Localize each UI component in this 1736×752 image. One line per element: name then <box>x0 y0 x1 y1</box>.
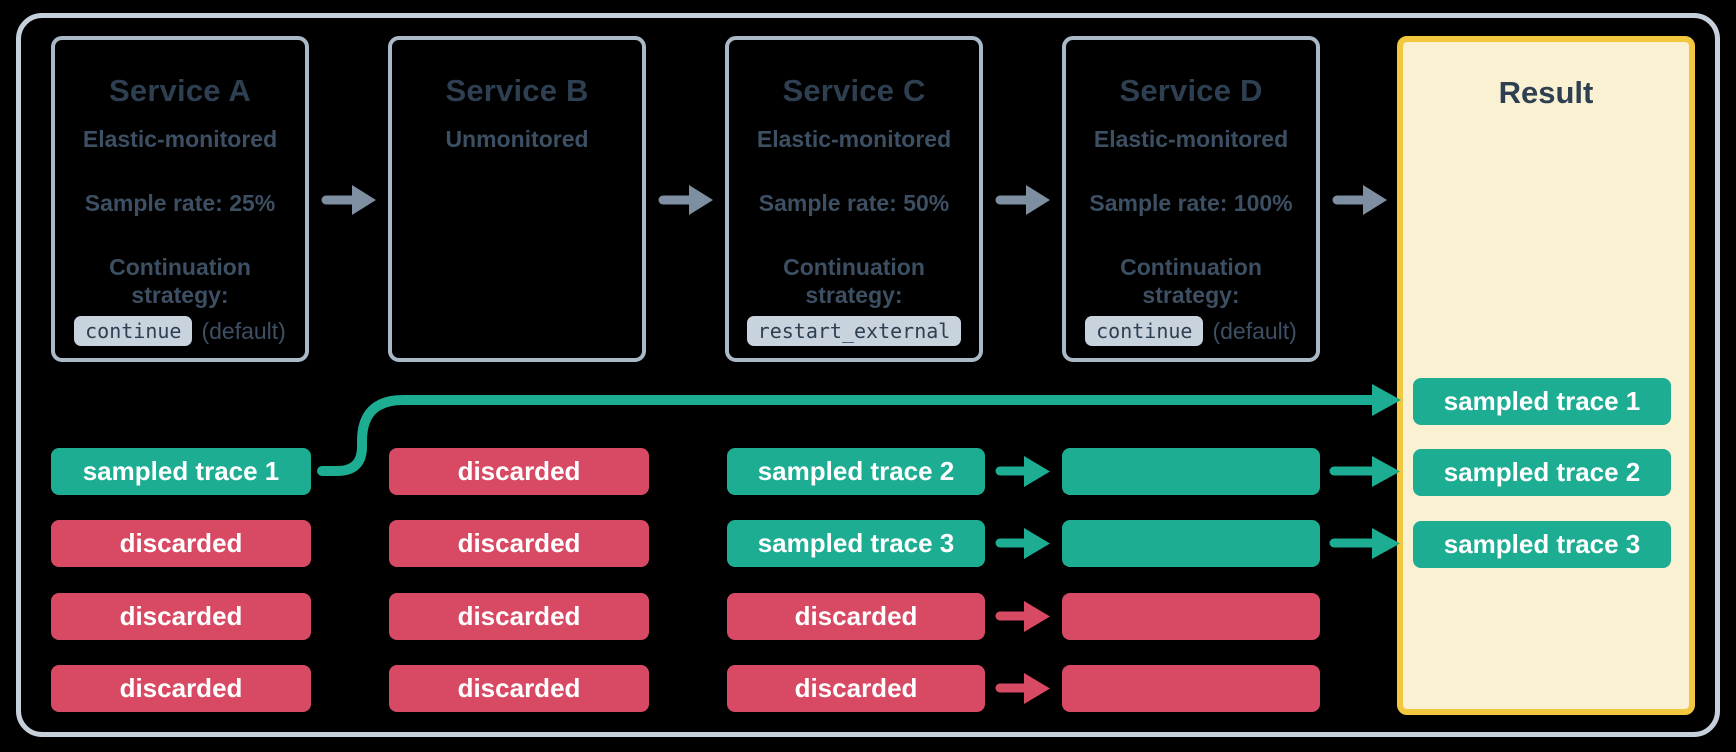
trace-chip-c-sampled-trace-3: sampled trace 3 <box>727 520 985 567</box>
service-a-strategy-code-chip: continue <box>74 316 193 346</box>
service-c-strategy-code-chip: restart_external <box>746 316 962 346</box>
service-a-monitoring-label: Elastic-monitored <box>82 126 278 152</box>
trace-chip-b-discarded-1: discarded <box>389 448 649 495</box>
service-a-continuation-label: Continuation strategy: <box>109 254 251 308</box>
trace-chip-d-discarded-blank-1 <box>1062 593 1320 640</box>
service-d-title: Service D <box>1119 73 1263 108</box>
service-d-continuation-label: Continuation strategy: <box>1120 254 1262 308</box>
trace-chip-a-discarded-1: discarded <box>51 520 311 567</box>
result-title: Result <box>1498 75 1594 110</box>
service-c-box: Service C Elastic-monitored Sample rate:… <box>725 36 983 362</box>
result-box: Result sampled trace 1 sampled trace 2 s… <box>1397 36 1695 715</box>
trace-chip-c-discarded-2: discarded <box>727 665 985 712</box>
trace-chip-d-sampled-blank-1 <box>1062 448 1320 495</box>
trace-chip-d-discarded-blank-2 <box>1062 665 1320 712</box>
trace-chip-a-discarded-2: discarded <box>51 593 311 640</box>
service-c-title: Service C <box>782 73 926 108</box>
trace-chip-c-sampled-trace-2: sampled trace 2 <box>727 448 985 495</box>
service-c-monitoring-label: Elastic-monitored <box>756 126 952 152</box>
service-d-strategy-code-chip: continue <box>1085 316 1204 346</box>
service-a-title: Service A <box>109 73 251 108</box>
trace-chip-a-sampled-trace-1: sampled trace 1 <box>51 448 311 495</box>
service-a-box: Service A Elastic-monitored Sample rate:… <box>51 36 309 362</box>
service-b-box: Service B Unmonitored <box>388 36 646 362</box>
trace-chip-c-discarded-1: discarded <box>727 593 985 640</box>
service-a-strategy-row: continue (default) <box>55 314 305 348</box>
service-d-box: Service D Elastic-monitored Sample rate:… <box>1062 36 1320 362</box>
service-b-title: Service B <box>445 73 589 108</box>
trace-chip-d-sampled-blank-2 <box>1062 520 1320 567</box>
service-b-monitoring-label: Unmonitored <box>445 126 589 152</box>
result-chip-sampled-trace-3: sampled trace 3 <box>1413 521 1671 568</box>
service-c-sample-rate-label: Sample rate: 50% <box>758 190 950 216</box>
service-a-sample-rate-label: Sample rate: 25% <box>84 190 276 216</box>
result-chip-sampled-trace-1: sampled trace 1 <box>1413 378 1671 425</box>
trace-chip-b-discarded-4: discarded <box>389 665 649 712</box>
service-c-continuation-label: Continuation strategy: <box>783 254 925 308</box>
result-chip-sampled-trace-2: sampled trace 2 <box>1413 449 1671 496</box>
service-d-strategy-row: continue (default) <box>1066 314 1316 348</box>
service-a-strategy-default-note: (default) <box>201 317 286 344</box>
trace-chip-b-discarded-3: discarded <box>389 593 649 640</box>
service-d-strategy-default-note: (default) <box>1212 317 1297 344</box>
trace-chip-b-discarded-2: discarded <box>389 520 649 567</box>
service-c-strategy-row: restart_external <box>729 314 979 348</box>
diagram-outer-border <box>16 13 1720 737</box>
trace-chip-a-discarded-3: discarded <box>51 665 311 712</box>
service-d-monitoring-label: Elastic-monitored <box>1093 126 1289 152</box>
service-d-sample-rate-label: Sample rate: 100% <box>1089 190 1293 216</box>
